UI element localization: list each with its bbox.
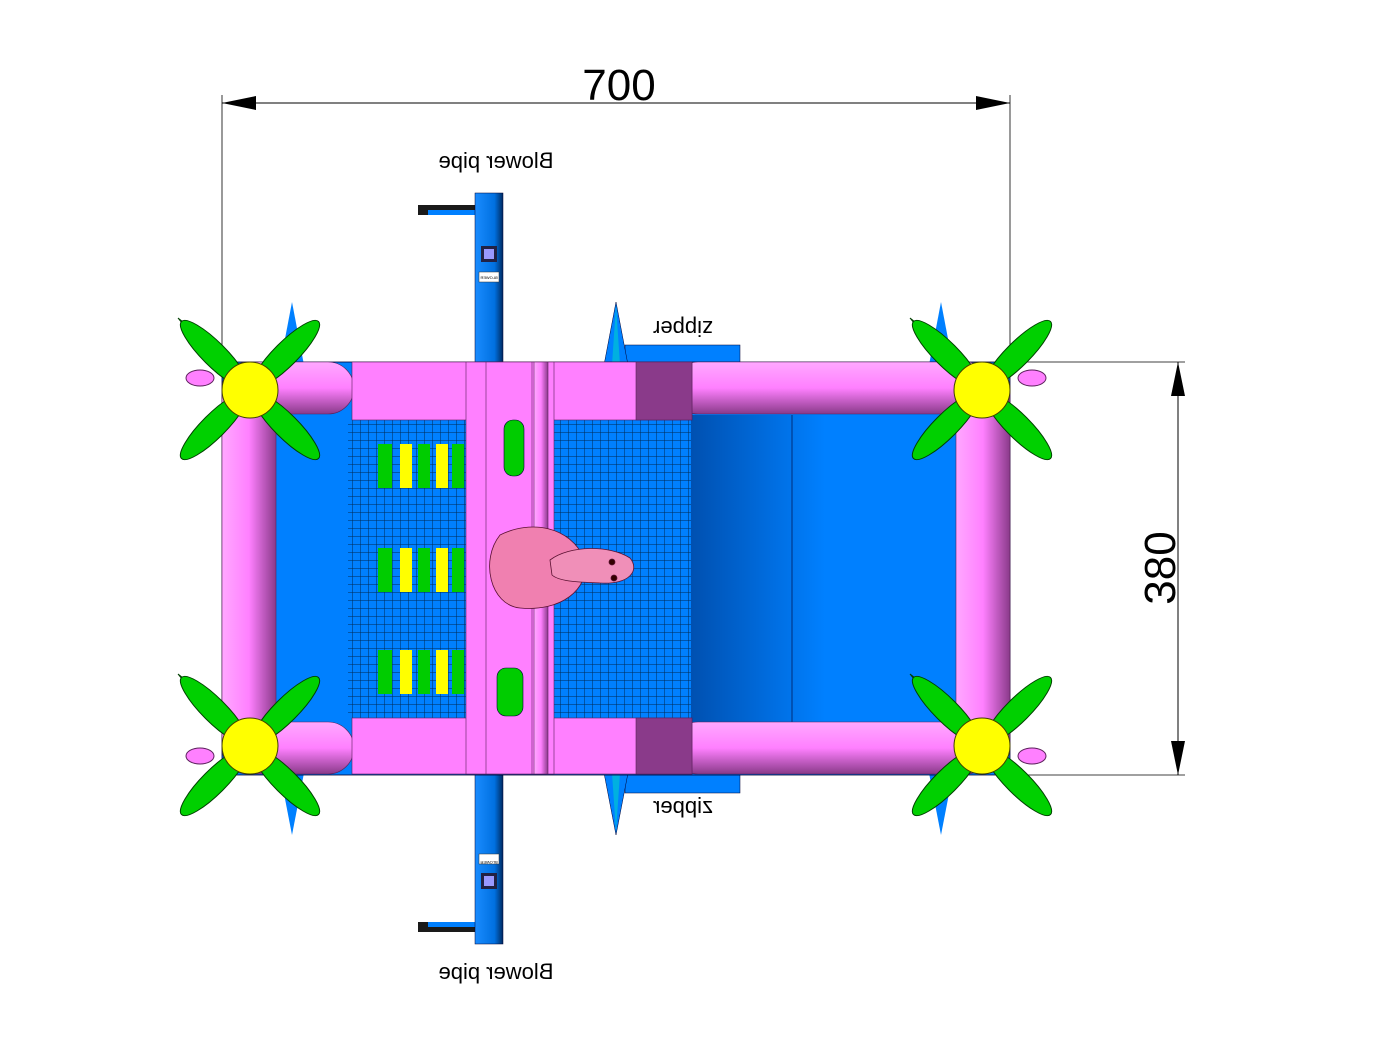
zipper-label-bottom: zipper <box>653 793 713 818</box>
arrow-right-icon <box>976 96 1010 110</box>
blower-pipe-bottom <box>418 771 504 945</box>
flower-decoration-bl <box>172 668 328 824</box>
slide-area <box>690 415 960 723</box>
flower-decoration-tr <box>904 312 1060 468</box>
green-bumpers <box>496 419 525 717</box>
arrow-up-icon <box>1171 362 1185 396</box>
zipper-label-top: zipper <box>653 316 713 341</box>
height-label: 380 <box>1136 531 1185 604</box>
blower-tag-top: BLOWER <box>480 275 497 280</box>
flower-decoration-tl <box>172 312 328 468</box>
blower-pipe-label-top: Blower pipe <box>439 148 554 173</box>
flamingo-figure <box>489 526 635 609</box>
arrow-left-icon <box>222 96 256 110</box>
zipper-flap-top <box>280 301 953 366</box>
height-dimension: 380 <box>1010 361 1185 776</box>
blower-tag-bottom: BLOWER <box>480 860 497 865</box>
blower-pipe-label-bottom: Blower pipe <box>439 959 554 984</box>
arrow-down-icon <box>1171 741 1185 775</box>
flower-decoration-br <box>904 668 1060 824</box>
width-label: 700 <box>582 61 655 110</box>
blower-pipe-top <box>418 192 504 366</box>
obstacle-pillars <box>378 444 464 694</box>
zipper-flap-bottom <box>280 772 953 836</box>
width-dimension: 700 <box>221 61 1011 365</box>
